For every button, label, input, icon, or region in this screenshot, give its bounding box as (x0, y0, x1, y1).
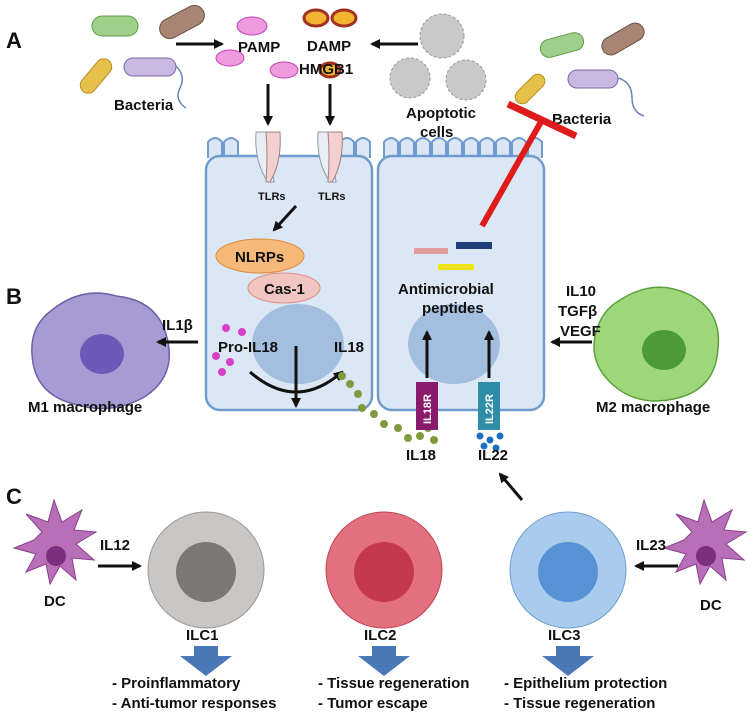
bacteria-right-group (514, 22, 645, 117)
pro-il18-label: Pro-IL18 (218, 339, 278, 356)
ilc3-cell (509, 511, 627, 629)
il22r-receptor (478, 382, 500, 430)
tlr-receptor-icon (255, 131, 281, 183)
peptide-bar (438, 264, 474, 270)
ilc2-function-2: - Tumor escape (318, 695, 428, 712)
m1-macrophage-icon (31, 292, 170, 410)
bacterium-icon (567, 69, 619, 89)
ilc3-function-1: - Epithelium protection (504, 675, 667, 692)
m2-signal-vegf: VEGF (560, 323, 601, 340)
bacterium-icon (123, 57, 177, 77)
tlrs-label-1: TLRs (258, 191, 286, 203)
dc-right-label: DC (700, 597, 722, 614)
pamp-icon (215, 16, 299, 79)
panel-label-c: C (6, 484, 22, 509)
ilc1-cell (147, 511, 265, 629)
peptide-bar (414, 248, 448, 254)
il18-cell-label: IL18 (334, 339, 364, 356)
hmgb1-label: HMGB1 (299, 61, 353, 78)
il22-label-bottom: IL22 (478, 447, 508, 464)
il22-dots (476, 432, 504, 452)
ilc3-down-arrow (542, 646, 594, 676)
bacteria-right-label: Bacteria (552, 111, 612, 128)
panel-label-a: A (6, 28, 22, 53)
ilc2-label: ILC2 (364, 627, 397, 644)
apoptotic-label-1: Apoptotic (406, 105, 476, 122)
panel-label-b: B (6, 284, 22, 309)
nlrps-shape (215, 238, 305, 274)
ilc1-function-1: - Proinflammatory (112, 675, 241, 692)
tlr-receptor-icon (317, 131, 343, 183)
il1b-label: IL1β (162, 317, 193, 334)
apoptotic-label-2: cells (420, 124, 453, 141)
ilc3-label: ILC3 (548, 627, 581, 644)
bacterium-icon (539, 32, 585, 58)
ilc1-function-2: - Anti-tumor responses (112, 695, 276, 712)
ilc2-function-1: - Tissue regeneration (318, 675, 469, 692)
dc-left-label: DC (44, 593, 66, 610)
bacterium-icon (159, 4, 205, 40)
cas1-shape (247, 272, 321, 304)
m2-macrophage-label: M2 macrophage (596, 399, 710, 416)
m2-macrophage-icon (593, 286, 720, 402)
bacteria-left-group (79, 4, 205, 109)
tlrs-label-2: TLRs (318, 191, 346, 203)
bacterium-icon (601, 22, 645, 56)
ilc1-label: ILC1 (186, 627, 219, 644)
pamp-label: PAMP (238, 39, 280, 56)
damp-icon (302, 8, 358, 79)
m2-signal-il10: IL10 (566, 283, 596, 300)
peptide-bar (456, 242, 492, 249)
il23-label: IL23 (636, 537, 666, 554)
inhibition-bar (506, 100, 578, 140)
apoptotic-cells-icon (389, 13, 487, 101)
nlrps-label: NLRPs (235, 249, 284, 266)
bacterium-icon (514, 73, 546, 105)
dc-right-icon (662, 498, 748, 586)
amp-label-2: peptides (422, 300, 484, 317)
ilc2-down-arrow (358, 646, 410, 676)
bacterium-icon (79, 58, 113, 94)
cas1-label: Cas-1 (264, 281, 305, 298)
dc-left-icon (12, 498, 98, 586)
ilc3-function-2: - Tissue regeneration (504, 695, 655, 712)
il18-label-bottom: IL18 (406, 447, 436, 464)
ilc2-cell (325, 511, 443, 629)
bacterium-icon (91, 15, 139, 37)
damp-label: DAMP (307, 38, 351, 55)
il18r-label: IL18R (422, 394, 434, 424)
inhibition-line (479, 118, 545, 228)
epithelial-cell-right (376, 137, 546, 412)
m2-signal-tgfb: TGFβ (558, 303, 597, 320)
ilc1-down-arrow (180, 646, 232, 676)
il12-label: IL12 (100, 537, 130, 554)
nucleus (252, 304, 344, 384)
pro-il18-dots (212, 324, 246, 376)
nucleus (408, 304, 500, 384)
m1-macrophage-label: M1 macrophage (28, 399, 142, 416)
il22r-label: IL22R (484, 394, 496, 424)
bacteria-left-label: Bacteria (114, 97, 174, 114)
amp-label-1: Antimicrobial (398, 281, 494, 298)
il18r-receptor (416, 382, 438, 430)
